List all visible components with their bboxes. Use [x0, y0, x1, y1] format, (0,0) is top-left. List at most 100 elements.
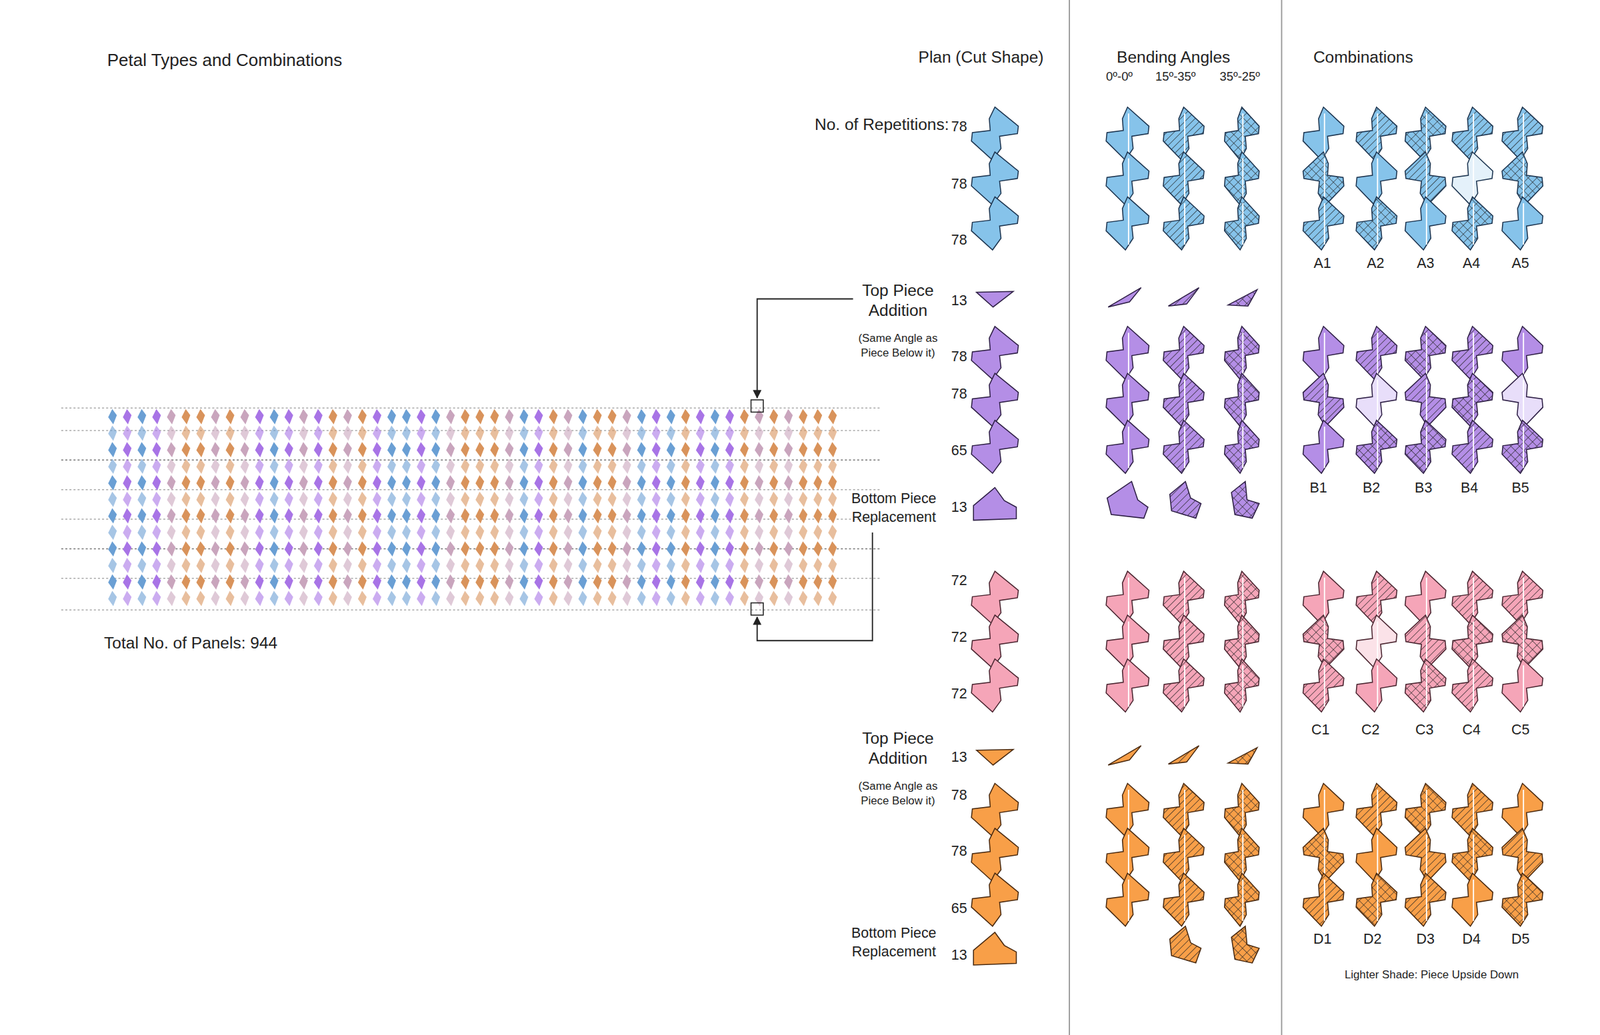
panel-petal: [431, 426, 440, 442]
petal-piece: [1228, 290, 1258, 306]
label-text: 15º-35º: [1155, 69, 1196, 86]
panel-petal: [211, 426, 220, 442]
panel-petal: [784, 541, 793, 557]
panel-petal: [181, 409, 190, 425]
panel-petal: [181, 475, 190, 491]
petal-segment: [1106, 373, 1149, 427]
panel-petal: [828, 426, 837, 442]
panel-petal: [402, 426, 411, 442]
fold-line: [1472, 426, 1474, 468]
petal-segment: [1405, 873, 1446, 927]
petal-segment: [971, 326, 1018, 380]
level-line: [61, 460, 880, 462]
panel-petal: [226, 426, 235, 442]
panel-petal: [270, 541, 279, 557]
panel-petal: [240, 591, 250, 607]
panel-petal: [740, 558, 749, 574]
petal-piece: [1170, 926, 1202, 964]
panel-petal: [696, 508, 705, 524]
panel-petal: [710, 558, 720, 574]
panel-petal: [284, 426, 294, 442]
panel-petal: [578, 558, 588, 574]
column-divider: [1281, 0, 1283, 1035]
panel-petal: [431, 574, 440, 590]
fold-line: [1376, 880, 1378, 922]
panel-petal: [358, 458, 367, 474]
label-text: Bending Angles: [1116, 47, 1230, 69]
panel-petal: [211, 541, 220, 557]
panel-petal: [226, 458, 235, 474]
panel-petal: [166, 508, 176, 524]
panel-petal: [299, 524, 308, 540]
panel-petal: [372, 492, 382, 508]
label-text: Lighter Shade: Piece Upside Down: [1344, 967, 1519, 982]
fold-line: [1324, 834, 1326, 876]
panel-petal: [622, 409, 632, 425]
panel-petal: [490, 409, 499, 425]
panel-petal: [108, 558, 117, 574]
panel-petal: [504, 426, 514, 442]
panel-petal: [828, 508, 837, 524]
panel-petal: [328, 558, 338, 574]
panel-petal: [828, 475, 837, 491]
fold-line: [1324, 426, 1326, 468]
panel-petal: [387, 541, 396, 557]
panel-petal: [710, 524, 720, 540]
panel-petal: [784, 458, 793, 474]
panel-petal: [564, 508, 573, 524]
panel-petal: [828, 591, 837, 607]
panel-petal: [769, 426, 778, 442]
panel-petal: [813, 558, 822, 574]
panel-petal: [828, 409, 837, 425]
level-line: [61, 610, 880, 612]
panel-petal: [608, 591, 617, 607]
panel-petal: [564, 442, 573, 458]
panel-petal: [666, 426, 676, 442]
panel-petal: [270, 409, 279, 425]
panel-petal: [608, 541, 617, 557]
panel-petal: [446, 591, 455, 607]
panel-petal: [196, 524, 205, 540]
panel-petal: [181, 492, 190, 508]
panel-petal: [754, 458, 764, 474]
label-text: D5: [1511, 929, 1530, 948]
panel-petal: [152, 492, 161, 508]
fold-line: [1376, 834, 1378, 876]
panel-petal: [314, 475, 323, 491]
panel-petal: [166, 574, 176, 590]
fold-line: [1426, 158, 1428, 200]
panel-petal: [211, 458, 220, 474]
panel-petal: [343, 442, 352, 458]
panel-petal: [608, 558, 617, 574]
panel-petal: [299, 475, 308, 491]
label-text: Top Piece Addition: [851, 280, 946, 322]
panel-petal: [740, 541, 749, 557]
panel-petal: [328, 492, 338, 508]
panel-petal: [196, 426, 205, 442]
panel-petal: [299, 541, 308, 557]
panel-petal: [813, 475, 822, 491]
panel-petal: [798, 591, 808, 607]
panel-petal: [152, 591, 161, 607]
panel-petal: [813, 574, 822, 590]
panel-petal: [652, 508, 661, 524]
panel-petal: [460, 558, 470, 574]
panel-petal: [211, 442, 220, 458]
panel-petal: [578, 524, 588, 540]
panel-petal: [740, 442, 749, 458]
panel-petal: [754, 524, 764, 540]
fold-line: [1184, 332, 1186, 374]
petal-segment: [1356, 196, 1397, 250]
panel-petal: [270, 442, 279, 458]
panel-petal: [270, 591, 279, 607]
panel-petal: [460, 426, 470, 442]
petal-segment: [1405, 326, 1446, 380]
panel-petal: [608, 524, 617, 540]
fold-line: [1184, 113, 1186, 155]
label-text: 78: [951, 346, 968, 366]
petal-segment: [1224, 196, 1260, 250]
panel-petal: [226, 475, 235, 491]
panel-petal: [593, 458, 602, 474]
panel-petal: [754, 541, 764, 557]
panel-petal: [328, 409, 338, 425]
